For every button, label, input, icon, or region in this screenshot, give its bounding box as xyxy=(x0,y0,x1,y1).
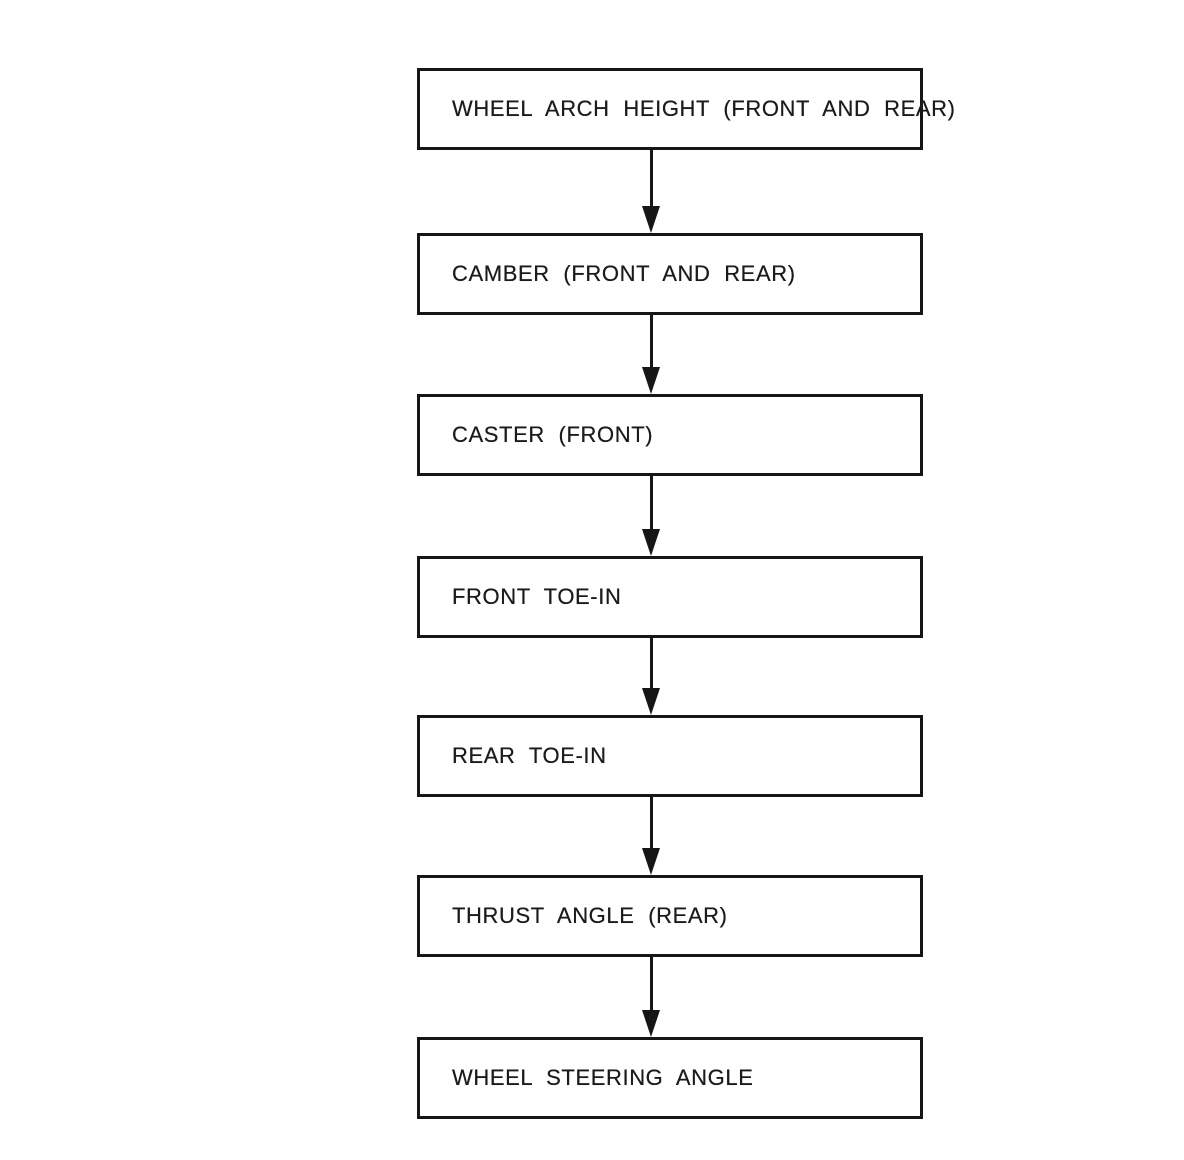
down-arrow xyxy=(642,315,660,394)
down-arrow xyxy=(642,957,660,1037)
arrow-stem xyxy=(650,150,653,209)
flow-step-label: WHEEL ARCH HEIGHT (FRONT AND REAR) xyxy=(452,96,956,121)
flow-step-label: CASTER (FRONT) xyxy=(452,422,654,447)
flow-step-wheel-steering-angle: WHEEL STEERING ANGLE xyxy=(417,1037,923,1119)
arrow-stem xyxy=(650,797,653,851)
down-arrow xyxy=(642,797,660,875)
down-arrow xyxy=(642,476,660,556)
arrow-head-icon xyxy=(642,1010,660,1037)
down-arrow xyxy=(642,638,660,715)
arrow-head-icon xyxy=(642,367,660,394)
arrow-head-icon xyxy=(642,688,660,715)
flow-step-rear-toe-in: REAR TOE-IN xyxy=(417,715,923,797)
flow-step-label: FRONT TOE-IN xyxy=(452,584,622,609)
arrow-head-icon xyxy=(642,529,660,556)
arrow-head-icon xyxy=(642,206,660,233)
flow-step-caster: CASTER (FRONT) xyxy=(417,394,923,476)
flow-step-camber: CAMBER (FRONT AND REAR) xyxy=(417,233,923,315)
flow-step-label: THRUST ANGLE (REAR) xyxy=(452,903,728,928)
arrow-stem xyxy=(650,957,653,1013)
down-arrow xyxy=(642,150,660,233)
flow-step-thrust-angle: THRUST ANGLE (REAR) xyxy=(417,875,923,957)
arrow-head-icon xyxy=(642,848,660,875)
flow-step-wheel-arch-height: WHEEL ARCH HEIGHT (FRONT AND REAR) xyxy=(417,68,955,150)
arrow-stem xyxy=(650,638,653,691)
arrow-stem xyxy=(650,315,653,370)
flow-step-label: REAR TOE-IN xyxy=(452,743,607,768)
flow-step-label: CAMBER (FRONT AND REAR) xyxy=(452,261,796,286)
flow-step-front-toe-in: FRONT TOE-IN xyxy=(417,556,923,638)
flow-step-label: WHEEL STEERING ANGLE xyxy=(452,1065,754,1090)
arrow-stem xyxy=(650,476,653,532)
